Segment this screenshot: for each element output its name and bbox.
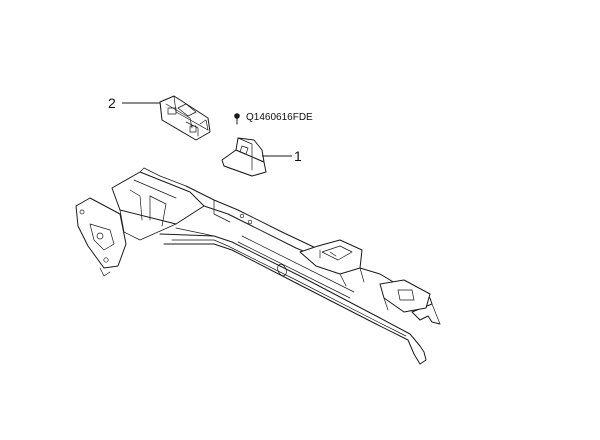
main-frame-assembly bbox=[75, 167, 441, 365]
bolt-icon bbox=[234, 113, 240, 125]
part-2-connector bbox=[159, 95, 211, 141]
fastener-part-code: Q1460616FDE bbox=[246, 112, 313, 123]
part-1-bracket bbox=[221, 137, 267, 177]
callout-2-number: 2 bbox=[108, 95, 116, 111]
callout-1-number: 1 bbox=[294, 148, 302, 164]
